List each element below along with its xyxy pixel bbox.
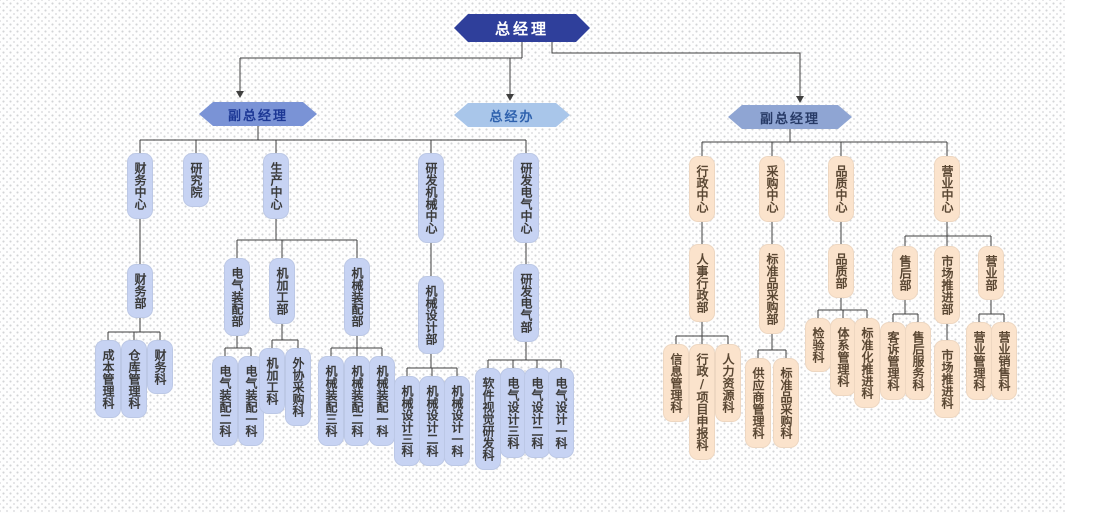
node-standardization-promotion-section: 标准化推进科	[854, 318, 880, 408]
node-system-management-section: 体系管理科	[830, 318, 856, 396]
node-warehouse-management-section: 仓库管理科	[121, 340, 147, 418]
node-deputy-gm-left: 副总经理	[199, 102, 317, 126]
node-outsourcing-procurement-section: 外协采购科	[285, 348, 311, 426]
node-sales-center: 营业中心	[934, 156, 960, 222]
node-electrical-design-section-2: 电气设计二科	[524, 368, 550, 458]
node-electrical-design-section-1: 电气设计一科	[548, 368, 574, 458]
node-quality-center: 品质中心	[828, 156, 854, 222]
node-deputy-gm-right: 副总经理	[728, 105, 852, 129]
node-market-promotion-dept: 市场推进部	[934, 246, 960, 324]
left-branch-connectors	[107, 126, 562, 384]
node-admin-project-declaration-section: 行政/项目申报科	[689, 344, 715, 460]
node-cost-management-section: 成本管理科	[95, 340, 121, 418]
node-after-sales-dept: 售后部	[892, 246, 918, 300]
node-inspection-section: 检验科	[805, 318, 831, 372]
arrowhead-down-icon	[796, 96, 804, 103]
node-admin-center: 行政中心	[689, 156, 715, 222]
root-connectors	[239, 42, 801, 99]
node-rd-electrical-center: 研发电气中心	[513, 153, 539, 243]
node-mechanical-design-section-3: 机械设计三科	[394, 376, 420, 466]
node-finance-section: 财务科	[147, 340, 173, 394]
node-machining-dept: 机加工部	[269, 258, 295, 324]
node-sales-dept: 营业部	[978, 246, 1004, 300]
node-human-resources-section: 人力资源科	[715, 344, 741, 422]
arrowhead-down-icon	[506, 94, 514, 101]
node-sales-selling-section: 营业销售科	[991, 322, 1017, 400]
node-electrical-design-section-3: 电气设计三科	[500, 368, 526, 458]
node-finance-center: 财务中心	[127, 153, 153, 219]
node-mechanical-design-dept: 机械设计部	[418, 276, 444, 354]
node-research-institute: 研究院	[183, 153, 209, 207]
node-gm-office: 总经办	[454, 103, 570, 127]
node-software-vision-rd-section: 软件视觉研发科	[475, 368, 501, 470]
node-supplier-management-section: 供应商管理科	[745, 358, 771, 448]
node-mechanical-assembly-section-3: 机械装配三科	[318, 356, 344, 446]
node-production-center: 生产中心	[263, 153, 289, 219]
arrowhead-down-icon	[236, 91, 244, 98]
node-hr-admin-dept: 人事行政部	[689, 244, 715, 322]
node-electrical-assembly-section-2: 电气装配二科	[212, 356, 238, 446]
node-electrical-assembly-dept: 电气装配部	[224, 258, 250, 336]
node-rd-electrical-dept: 研发电气部	[513, 264, 539, 342]
node-machining-section: 机加工科	[259, 348, 285, 414]
node-sales-management-section: 营业管理科	[966, 322, 992, 400]
node-mechanical-assembly-section-2: 机械装配二科	[344, 356, 370, 446]
node-mechanical-design-section-1: 机械设计一科	[444, 376, 470, 466]
node-general-manager: 总经理	[454, 14, 590, 42]
node-mechanical-design-section-2: 机械设计二科	[419, 376, 445, 466]
node-customer-complaint-section: 客诉管理科	[880, 322, 906, 400]
node-standard-procurement-dept: 标准品采购部	[759, 244, 785, 334]
node-procurement-center: 采购中心	[759, 156, 785, 222]
node-rd-mechanical-center: 研发机械中心	[418, 153, 444, 243]
node-mechanical-assembly-dept: 机械装配部	[344, 258, 370, 336]
node-standard-procurement-section: 标准品采购科	[773, 358, 799, 448]
canvas-edge	[1065, 0, 1093, 513]
node-finance-dept: 财务部	[127, 264, 153, 318]
node-market-promotion-section: 市场推进科	[934, 340, 960, 418]
node-info-management-section: 信息管理科	[663, 344, 689, 422]
node-mechanical-assembly-section-1: 机械装配一科	[369, 356, 395, 446]
node-after-sales-service-section: 售后服务科	[905, 322, 931, 400]
node-quality-dept: 品质部	[828, 244, 854, 298]
